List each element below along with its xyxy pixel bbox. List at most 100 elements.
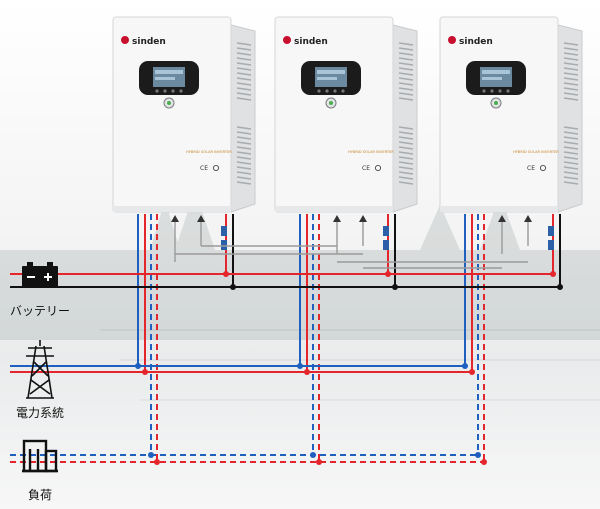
brand-logo-icon xyxy=(283,36,291,44)
model-label: HYBRID SOLAR INVERTER xyxy=(186,150,232,154)
power-indicator xyxy=(329,101,333,105)
junction-dot xyxy=(385,271,391,277)
panel-button xyxy=(341,89,345,93)
panel-button xyxy=(490,89,494,93)
power-indicator xyxy=(167,101,171,105)
heatsink-fin xyxy=(398,57,414,61)
lcd-line xyxy=(482,70,510,74)
heatsink-fin xyxy=(398,126,414,130)
grid-label: 電力系統 xyxy=(15,406,64,420)
inverter-bottom-edge xyxy=(113,206,231,212)
heatsink-fin xyxy=(563,126,579,130)
heatsink-fin xyxy=(563,72,579,76)
comm-port-arrow xyxy=(498,215,506,222)
junction-dot xyxy=(310,452,316,458)
heatsink-fin xyxy=(563,136,579,140)
heatsink-fin xyxy=(236,87,252,91)
heatsink-fin xyxy=(563,161,579,165)
heatsink-fin xyxy=(236,156,252,160)
heatsink-fin xyxy=(398,146,414,150)
heatsink-fin xyxy=(563,67,579,71)
junction-dot xyxy=(481,459,487,465)
lcd-line xyxy=(317,70,345,74)
brand-name: sinden xyxy=(132,37,166,47)
heatsink-fin xyxy=(398,171,414,175)
cert-icon xyxy=(374,164,381,171)
heatsink-fin xyxy=(236,176,252,180)
junction-dot xyxy=(469,369,475,375)
brand-name: sinden xyxy=(459,37,493,47)
heatsink-fin xyxy=(398,77,414,81)
heatsink-fin xyxy=(236,141,252,145)
heatsink-fin xyxy=(563,52,579,56)
heatsink-fin xyxy=(398,97,414,101)
load-label: 負荷 xyxy=(27,488,52,502)
junction-dot xyxy=(154,459,160,465)
heatsink-fin xyxy=(236,97,252,101)
junction-dot xyxy=(462,363,468,369)
heatsink-fin xyxy=(398,166,414,170)
heatsink-fin xyxy=(398,87,414,91)
panel-button xyxy=(317,89,321,93)
heatsink-fin xyxy=(236,146,252,150)
battery-label: バッテリー xyxy=(9,304,70,318)
heatsink-fin xyxy=(398,62,414,66)
panel-button xyxy=(506,89,510,93)
junction-dot xyxy=(135,363,141,369)
lcd-line xyxy=(155,77,175,80)
panel-button xyxy=(155,89,159,93)
junction-dot xyxy=(557,284,563,290)
heatsink-fin xyxy=(398,72,414,76)
heatsink-fin xyxy=(563,42,579,46)
panel-button xyxy=(333,89,337,93)
heatsink-fin xyxy=(398,136,414,140)
heatsink-fin xyxy=(563,176,579,180)
lcd-line xyxy=(317,77,337,80)
panel-button xyxy=(498,89,502,93)
heatsink-fin xyxy=(563,77,579,81)
junction-dot xyxy=(316,459,322,465)
heatsink-fin xyxy=(563,146,579,150)
heatsink-fin xyxy=(236,82,252,86)
comm-port-arrow xyxy=(171,215,179,222)
heatsink-fin xyxy=(398,47,414,51)
battery-icon xyxy=(22,262,58,288)
comm-port-arrow xyxy=(524,215,532,222)
heatsink-fin xyxy=(398,181,414,185)
junction-dot xyxy=(230,284,236,290)
junction-dot xyxy=(297,363,303,369)
comm-port-arrow xyxy=(197,215,205,222)
heatsink-fin xyxy=(563,62,579,66)
heatsink-fin xyxy=(563,82,579,86)
panel-button xyxy=(163,89,167,93)
inverter-bottom-edge xyxy=(440,206,558,212)
junction-dot xyxy=(148,452,154,458)
heatsink-fin xyxy=(236,136,252,140)
panel-button xyxy=(482,89,486,93)
lcd-line xyxy=(155,70,183,74)
heatsink-fin xyxy=(563,47,579,51)
junction-dot xyxy=(142,369,148,375)
power-tower-icon xyxy=(26,340,54,399)
cert-icon xyxy=(212,164,219,171)
comm-port-arrow xyxy=(333,215,341,222)
heatsink-fin xyxy=(563,131,579,135)
heatsink-fin xyxy=(398,82,414,86)
panel-button xyxy=(179,89,183,93)
breaker-icon xyxy=(221,226,227,236)
power-indicator xyxy=(494,101,498,105)
heatsink-fin xyxy=(563,156,579,160)
breaker-icon xyxy=(383,226,389,236)
heatsink-fin xyxy=(236,42,252,46)
heatsink-fin xyxy=(236,52,252,56)
heatsink-fin xyxy=(563,57,579,61)
heatsink-fin xyxy=(398,151,414,155)
breaker-icon xyxy=(383,240,389,250)
inverter-bottom-edge xyxy=(275,206,393,212)
heatsink-fin xyxy=(236,131,252,135)
breaker-icon xyxy=(221,240,227,250)
